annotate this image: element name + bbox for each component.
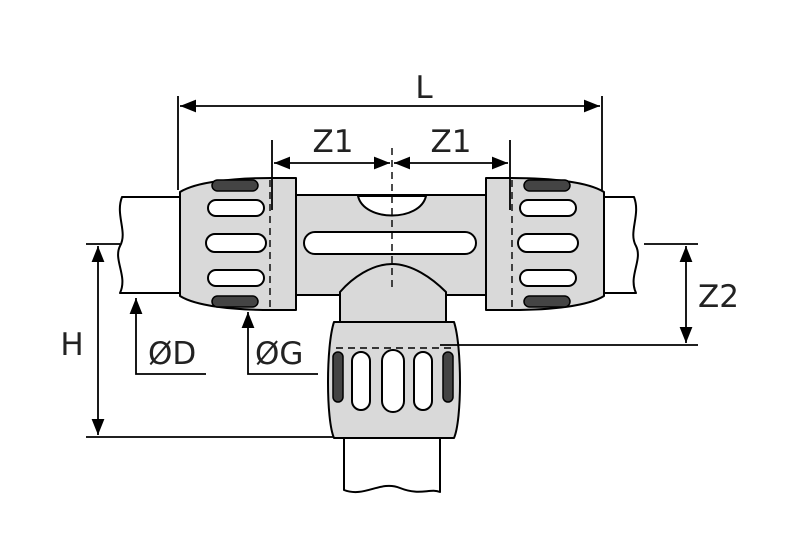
diameter-g-label: ØG <box>255 336 303 372</box>
tee-body <box>295 194 487 324</box>
height-label: H <box>60 327 83 363</box>
left-pipe <box>117 196 183 294</box>
z1-left-label: Z1 <box>313 124 354 160</box>
bottom-nut <box>327 321 461 439</box>
dimension-lines <box>86 96 698 438</box>
right-pipe <box>603 196 639 294</box>
diameter-d-label: ØD <box>148 336 196 372</box>
right-nut <box>485 177 605 311</box>
z1-right-label: Z1 <box>431 124 472 160</box>
length-label: L <box>415 70 433 106</box>
left-nut <box>179 177 297 311</box>
bottom-pipe <box>343 435 441 494</box>
z2-label: Z2 <box>698 279 739 315</box>
